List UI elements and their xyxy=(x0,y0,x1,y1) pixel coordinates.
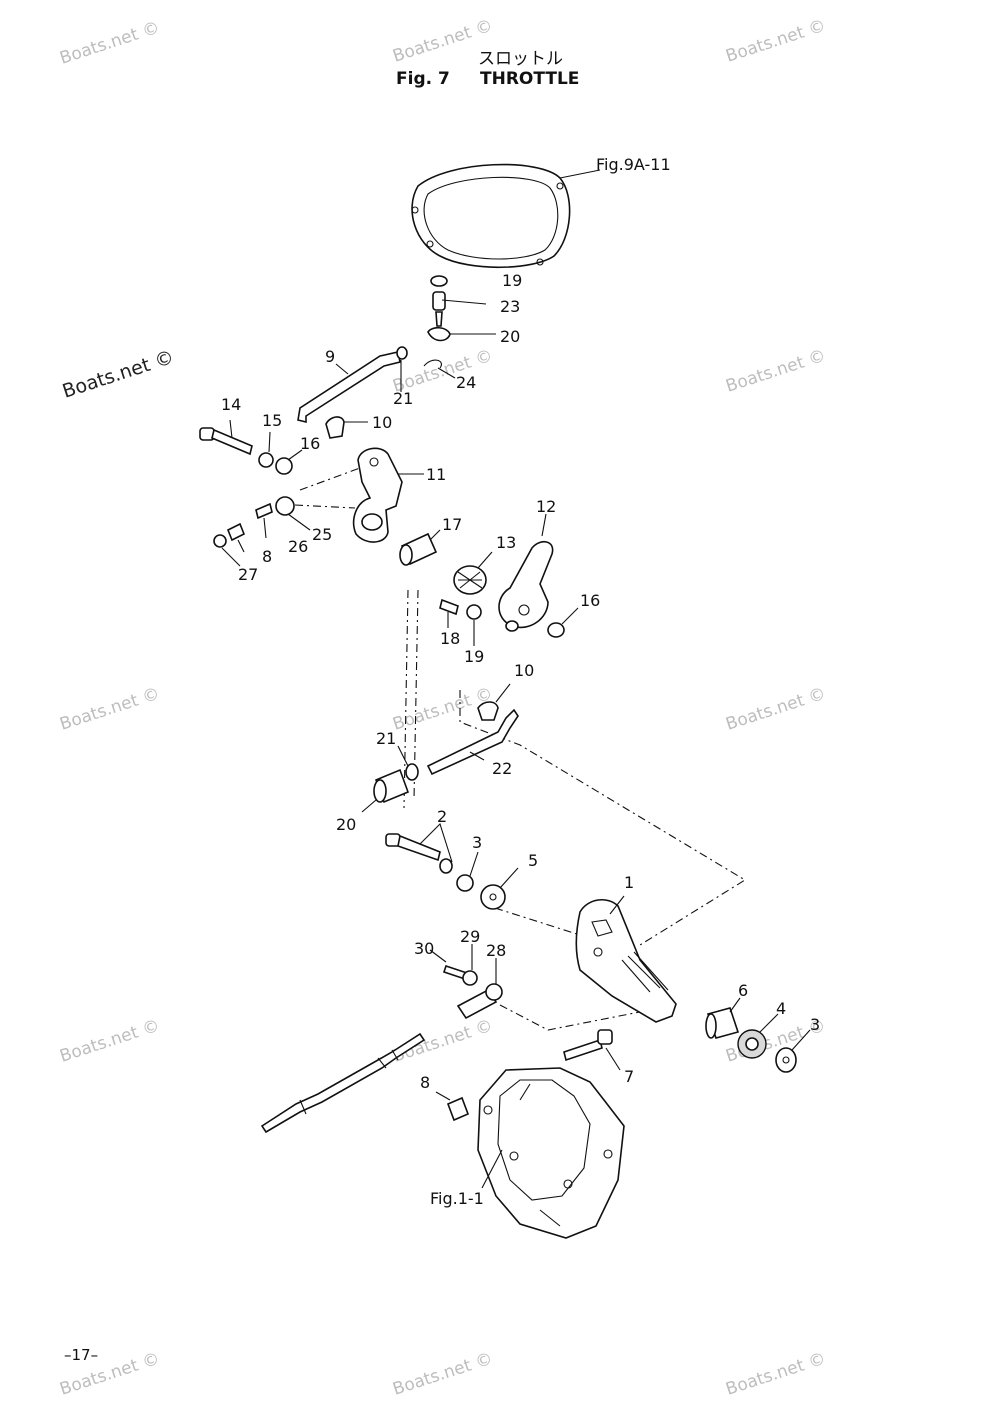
callout-2: 2 xyxy=(437,807,447,826)
callout-16: 16 xyxy=(300,434,320,453)
washer-21 xyxy=(405,763,419,781)
callout-10: 10 xyxy=(514,661,534,680)
rod-9 xyxy=(297,346,408,424)
washer-3 xyxy=(456,874,474,892)
callout-28: 28 xyxy=(486,941,506,960)
spring-13 xyxy=(453,551,493,595)
callout-21: 21 xyxy=(376,729,396,748)
washer-5 xyxy=(480,884,506,910)
nut-8 xyxy=(226,522,246,542)
watermark: Boats.net © xyxy=(57,1016,162,1067)
callout-25: 25 xyxy=(312,525,332,544)
callout-27: 27 xyxy=(238,565,258,584)
collar-25 xyxy=(275,496,295,516)
callouts: 19 23 20 9 21 24 14 15 10 16 11 25 26 8 … xyxy=(221,271,820,1092)
callout-10: 10 xyxy=(372,413,392,432)
callout-17: 17 xyxy=(442,515,462,534)
callout-3: 3 xyxy=(472,833,482,852)
fig9a-reference: Fig.9A-11 xyxy=(596,155,671,174)
callout-23: 23 xyxy=(500,297,520,316)
washer-27 xyxy=(213,534,227,548)
callout-8: 8 xyxy=(262,547,272,566)
callout-8: 8 xyxy=(420,1073,430,1092)
washer-16 xyxy=(275,457,293,475)
callout-20: 20 xyxy=(500,327,520,346)
callout-21: 21 xyxy=(393,389,413,408)
washer-3-right xyxy=(775,1047,797,1073)
screw-18 xyxy=(439,598,459,616)
callout-20: 20 xyxy=(336,815,356,834)
callout-15: 15 xyxy=(262,411,282,430)
fig1-reference: Fig.1-1 xyxy=(430,1189,484,1208)
callout-26: 26 xyxy=(288,537,308,556)
watermark: Boats.net © xyxy=(57,684,162,735)
watermark: Boats.net © xyxy=(723,1349,828,1400)
watermark: Boats.net © xyxy=(390,1349,495,1400)
clip-10 xyxy=(325,416,345,439)
throttle-cable xyxy=(260,1032,426,1134)
figure-title: THROTTLE xyxy=(480,69,579,89)
upper-link-parts xyxy=(423,275,496,379)
callout-13: 13 xyxy=(496,533,516,552)
ball-joint-28 xyxy=(456,983,503,1020)
washer-15 xyxy=(258,452,274,468)
callout-19: 19 xyxy=(502,271,522,290)
callout-19: 19 xyxy=(464,647,484,666)
watermark: Boats.net © xyxy=(390,1016,495,1067)
bolt-14 xyxy=(199,419,253,456)
callout-6: 6 xyxy=(738,981,748,1000)
bolt-2 xyxy=(385,822,453,874)
lever-12 xyxy=(498,513,554,632)
callout-22: 22 xyxy=(492,759,512,778)
callout-30: 30 xyxy=(414,939,434,958)
callout-1: 1 xyxy=(624,873,634,892)
lever-11 xyxy=(352,447,424,543)
callout-3: 3 xyxy=(810,1015,820,1034)
callout-11: 11 xyxy=(426,465,446,484)
watermark: Boats.net © xyxy=(723,684,828,735)
bracket-1 xyxy=(575,895,677,1023)
nut-8-lower xyxy=(446,1096,470,1122)
washer-19 xyxy=(466,604,482,620)
figure-label: Fig. 7 xyxy=(396,69,450,89)
lower-housing xyxy=(477,1067,625,1239)
page-number: –17– xyxy=(64,1346,98,1364)
title-japanese: スロットル xyxy=(478,49,563,69)
watermark-dark: Boats.net © xyxy=(60,346,177,403)
sleeve-6 xyxy=(705,1007,740,1039)
washer-16 xyxy=(547,622,565,638)
clip-10-lower xyxy=(477,701,499,721)
bushing-20 xyxy=(373,768,410,804)
callout-18: 18 xyxy=(440,629,460,648)
callout-12: 12 xyxy=(536,497,556,516)
assembly-lines xyxy=(294,467,747,1031)
callout-24: 24 xyxy=(456,373,476,392)
sleeve-17 xyxy=(399,529,441,566)
rod-22 xyxy=(426,708,519,776)
screw-26 xyxy=(255,502,273,520)
watermark: Boats.net © xyxy=(723,16,828,67)
callout-29: 29 xyxy=(460,927,480,946)
callout-14: 14 xyxy=(221,395,241,414)
callout-16: 16 xyxy=(580,591,600,610)
watermark: Boats.net © xyxy=(723,346,828,397)
callout-5: 5 xyxy=(528,851,538,870)
callout-9: 9 xyxy=(325,347,335,366)
washer-29 xyxy=(462,970,478,986)
watermark: Boats.net © xyxy=(57,18,162,69)
callout-4: 4 xyxy=(776,999,786,1018)
cover-plate xyxy=(411,163,601,269)
callout-7: 7 xyxy=(624,1067,634,1086)
bolt-7 xyxy=(563,1029,621,1071)
